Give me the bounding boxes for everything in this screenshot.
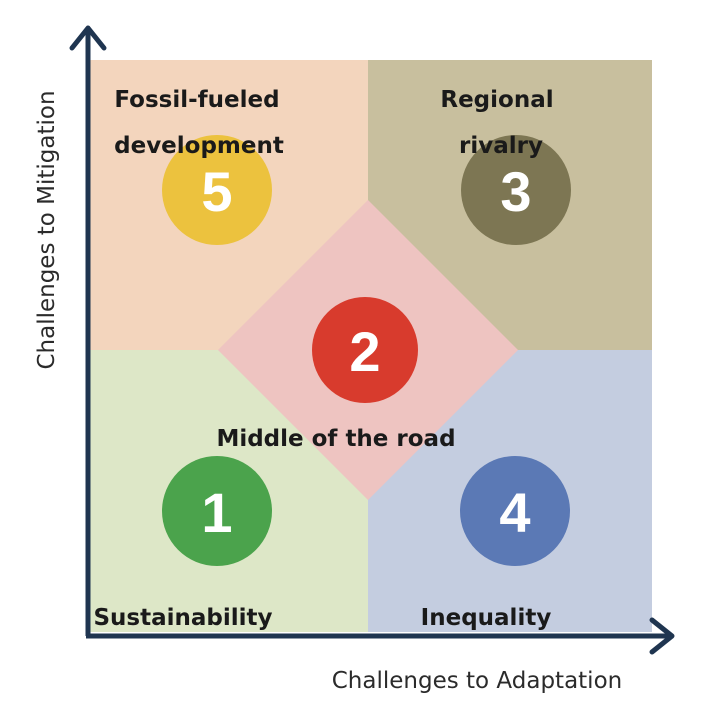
scenario-1-circle — [162, 456, 272, 566]
scenario-4-circle — [460, 456, 570, 566]
scenario-2-number: 2 — [349, 320, 380, 383]
scenario-5-number: 5 — [201, 160, 232, 223]
scenario-3-number: 3 — [500, 160, 531, 223]
middle-label: Middle of the road — [216, 426, 455, 452]
axes — [69, 25, 675, 655]
scenario-1-number: 1 — [201, 481, 232, 544]
scenario-5-circle — [162, 135, 272, 245]
regional-label-line1: Regional — [440, 87, 553, 113]
scenario-2-circle — [312, 297, 418, 403]
regional-label-line2: rivalry — [459, 133, 543, 159]
y-axis-arrowhead — [69, 25, 107, 51]
scenario-4-number: 4 — [499, 481, 530, 544]
scenario-3-circle — [461, 135, 571, 245]
fossil-label-line2: development — [114, 133, 284, 159]
x-axis-label: Challenges to Adaptation — [332, 668, 622, 694]
inequality-label: Inequality — [421, 605, 552, 631]
y-axis-label: Challenges to Mitigation — [34, 90, 60, 369]
sustainability-label: Sustainability — [93, 605, 272, 631]
fossil-label-line1: Fossil-fueled — [114, 87, 279, 113]
x-axis-arrowhead — [649, 617, 675, 655]
